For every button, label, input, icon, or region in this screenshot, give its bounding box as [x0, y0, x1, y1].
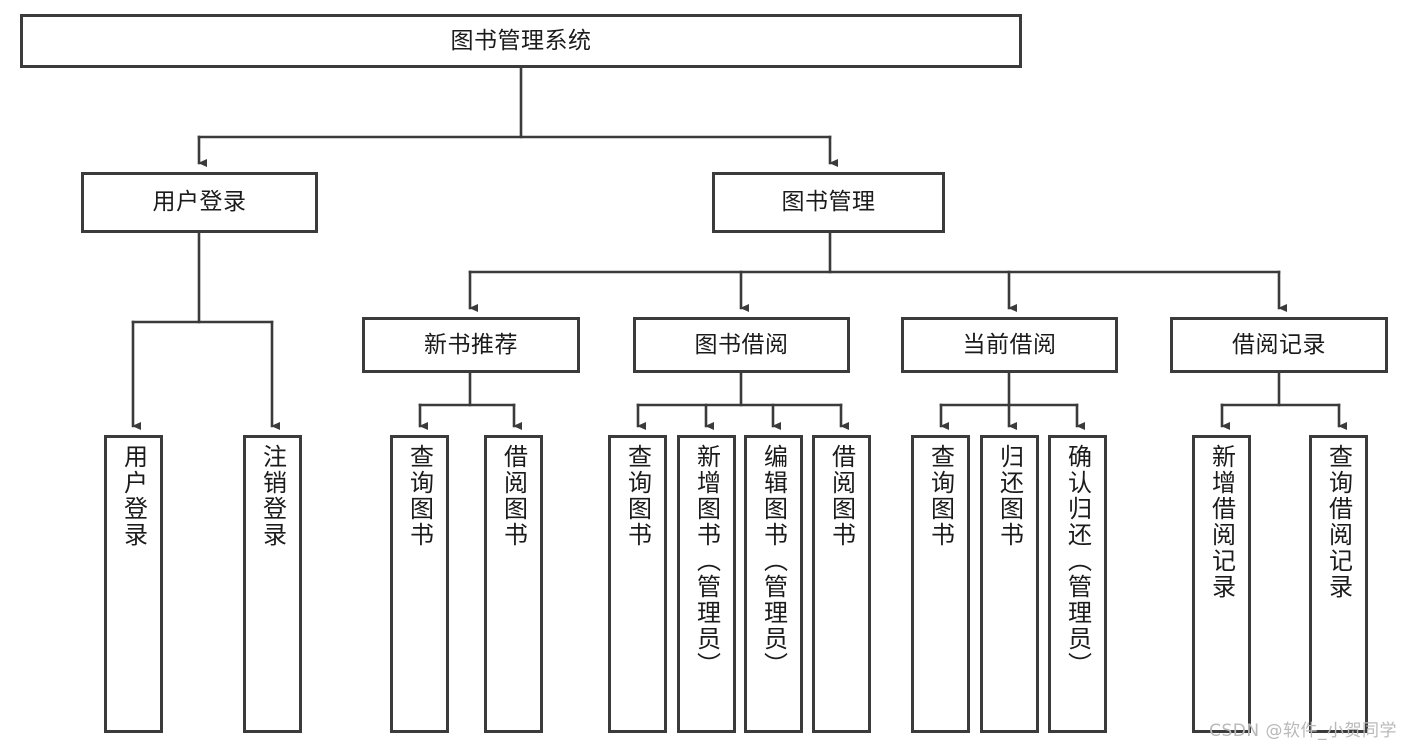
- node-label: 借阅图书: [499, 444, 528, 548]
- node-root-book-management-system[interactable]: 图书管理系统: [20, 14, 1022, 68]
- node-label: 查询图书: [623, 444, 652, 548]
- node-borrow-record[interactable]: 借阅记录: [1170, 317, 1388, 373]
- node-book-borrow[interactable]: 图书借阅: [633, 317, 850, 373]
- leaf-new-book-borrow[interactable]: 借阅图书: [484, 435, 543, 733]
- leaf-book-borrow-add-admin[interactable]: 新增图书（管理员）: [677, 435, 736, 733]
- node-label: 注销登录: [258, 444, 287, 548]
- node-label: 借阅记录: [1232, 331, 1326, 358]
- leaf-user-login-login[interactable]: 用户登录: [104, 435, 163, 733]
- node-label: 新增借阅记录: [1207, 444, 1236, 600]
- node-label: 用户登录: [152, 189, 247, 216]
- leaf-current-borrow-confirm-admin[interactable]: 确认归还（管理员）: [1048, 435, 1107, 733]
- node-label: 查询图书: [926, 444, 955, 548]
- leaf-book-borrow-borrow[interactable]: 借阅图书: [812, 435, 871, 733]
- node-new-book-recommend[interactable]: 新书推荐: [362, 317, 580, 373]
- node-label: 图书管理: [781, 189, 876, 216]
- node-label: 确认归还（管理员）: [1063, 444, 1092, 678]
- node-label: 新书推荐: [424, 331, 518, 358]
- node-label: 图书管理系统: [450, 27, 592, 54]
- leaf-borrow-record-query[interactable]: 查询借阅记录: [1309, 435, 1368, 733]
- node-label: 图书借阅: [694, 331, 789, 358]
- node-label: 用户登录: [119, 444, 148, 548]
- node-label: 归还图书: [995, 444, 1024, 548]
- node-label: 编辑图书（管理员）: [759, 444, 788, 678]
- leaf-current-borrow-query[interactable]: 查询图书: [911, 435, 970, 733]
- node-label: 借阅图书: [827, 444, 856, 548]
- node-label: 新增图书（管理员）: [692, 444, 721, 678]
- node-user-login[interactable]: 用户登录: [81, 172, 318, 233]
- leaf-book-borrow-query[interactable]: 查询图书: [608, 435, 667, 733]
- node-label: 查询借阅记录: [1324, 444, 1353, 600]
- leaf-user-login-logout[interactable]: 注销登录: [243, 435, 302, 733]
- leaf-borrow-record-add[interactable]: 新增借阅记录: [1192, 435, 1251, 733]
- node-current-borrow[interactable]: 当前借阅: [901, 317, 1118, 373]
- node-label: 查询图书: [405, 444, 434, 548]
- leaf-book-borrow-edit-admin[interactable]: 编辑图书（管理员）: [744, 435, 803, 733]
- leaf-new-book-query[interactable]: 查询图书: [390, 435, 449, 733]
- leaf-current-borrow-return[interactable]: 归还图书: [980, 435, 1039, 733]
- node-label: 当前借阅: [962, 331, 1057, 358]
- node-book-management[interactable]: 图书管理: [712, 172, 945, 233]
